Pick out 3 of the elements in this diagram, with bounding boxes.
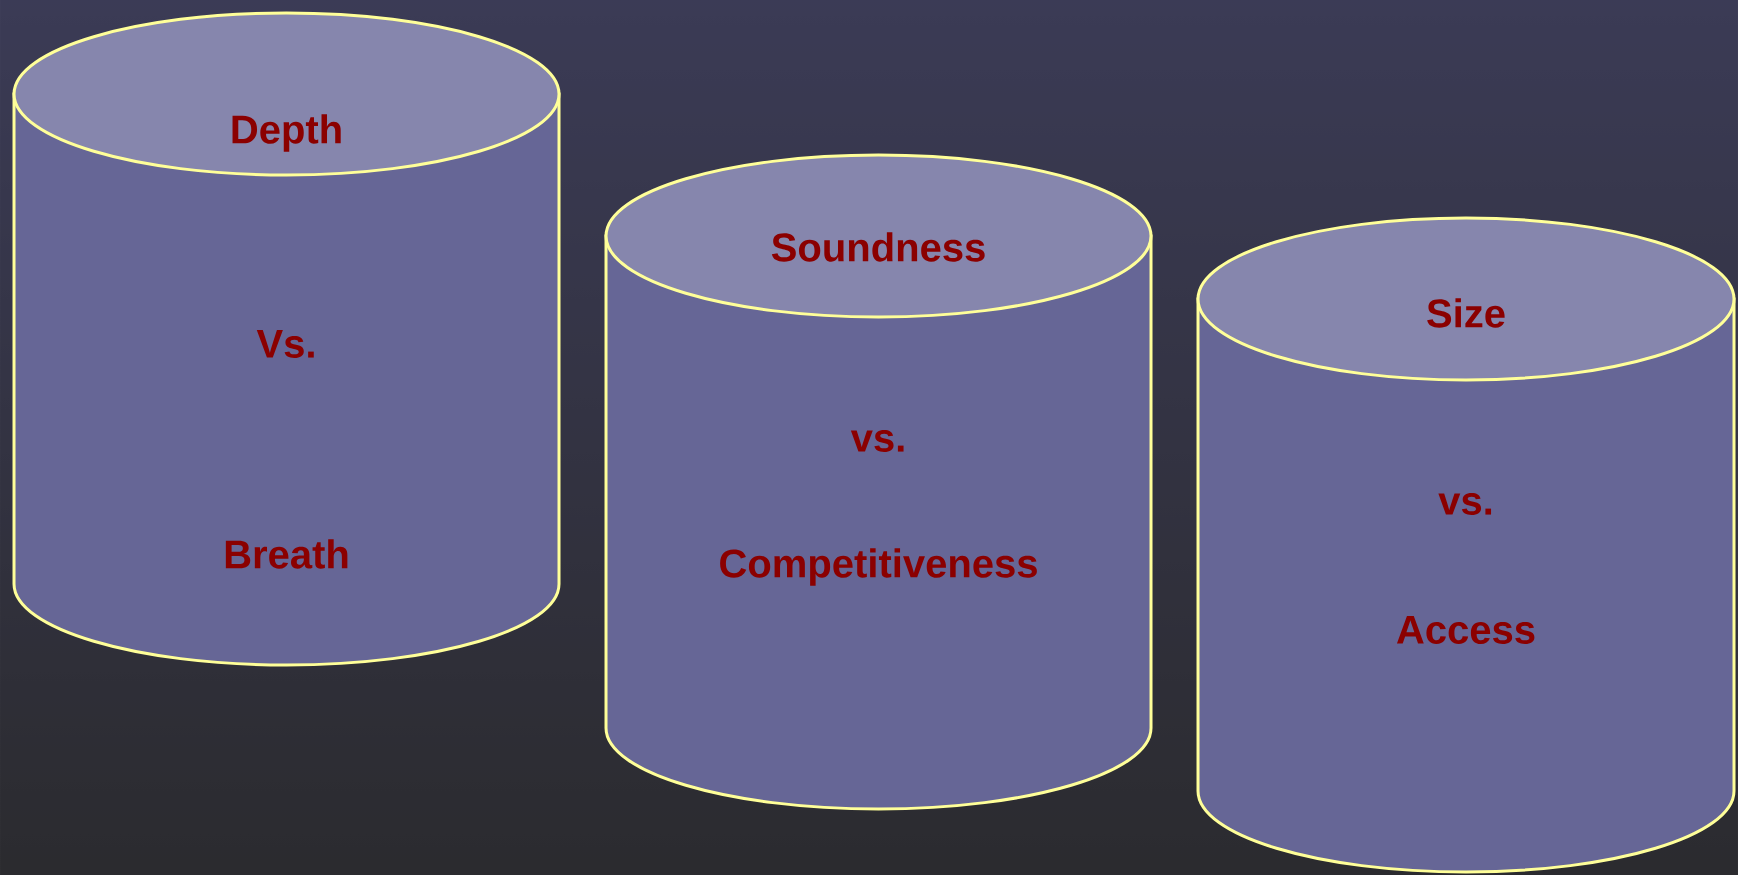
cylinder: Soundness vs. Competitiveness: [604, 153, 1153, 811]
cylinder: Depth Vs. Breath: [12, 11, 561, 667]
cylinder: Size vs. Access: [1196, 216, 1736, 874]
